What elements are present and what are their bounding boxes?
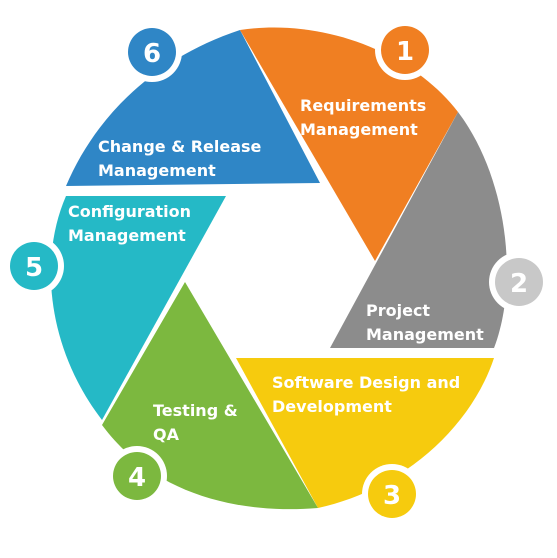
segment-requirements [240, 27, 458, 262]
segment-configuration-label: Configuration Management [68, 202, 197, 245]
badge-3: 3 [362, 464, 422, 524]
badge-5: 5 [4, 236, 64, 296]
badge-1: 1 [375, 20, 435, 80]
segment-software-design [236, 358, 494, 508]
svg-text:4: 4 [128, 463, 146, 493]
segment-project-label: Project Management [366, 301, 484, 344]
badge-6: 6 [122, 22, 182, 82]
badge-4: 4 [107, 446, 167, 506]
badge-2: 2 [489, 252, 549, 312]
svg-text:5: 5 [25, 253, 43, 283]
svg-text:1: 1 [396, 37, 414, 67]
segment-configuration [50, 196, 227, 420]
svg-text:3: 3 [383, 481, 401, 511]
svg-text:2: 2 [510, 269, 528, 299]
segment-software-design-label: Software Design and Development [272, 373, 466, 416]
segment-requirements-label: Requirements Management [300, 96, 432, 139]
segment-testing-qa [102, 282, 318, 510]
segment-change-release [66, 30, 320, 186]
segment-project [330, 112, 507, 348]
segment-change-release-label: Change & Release Management [98, 137, 267, 180]
segment-testing-qa-label: Testing & QA [153, 401, 243, 444]
svg-text:6: 6 [143, 39, 161, 69]
